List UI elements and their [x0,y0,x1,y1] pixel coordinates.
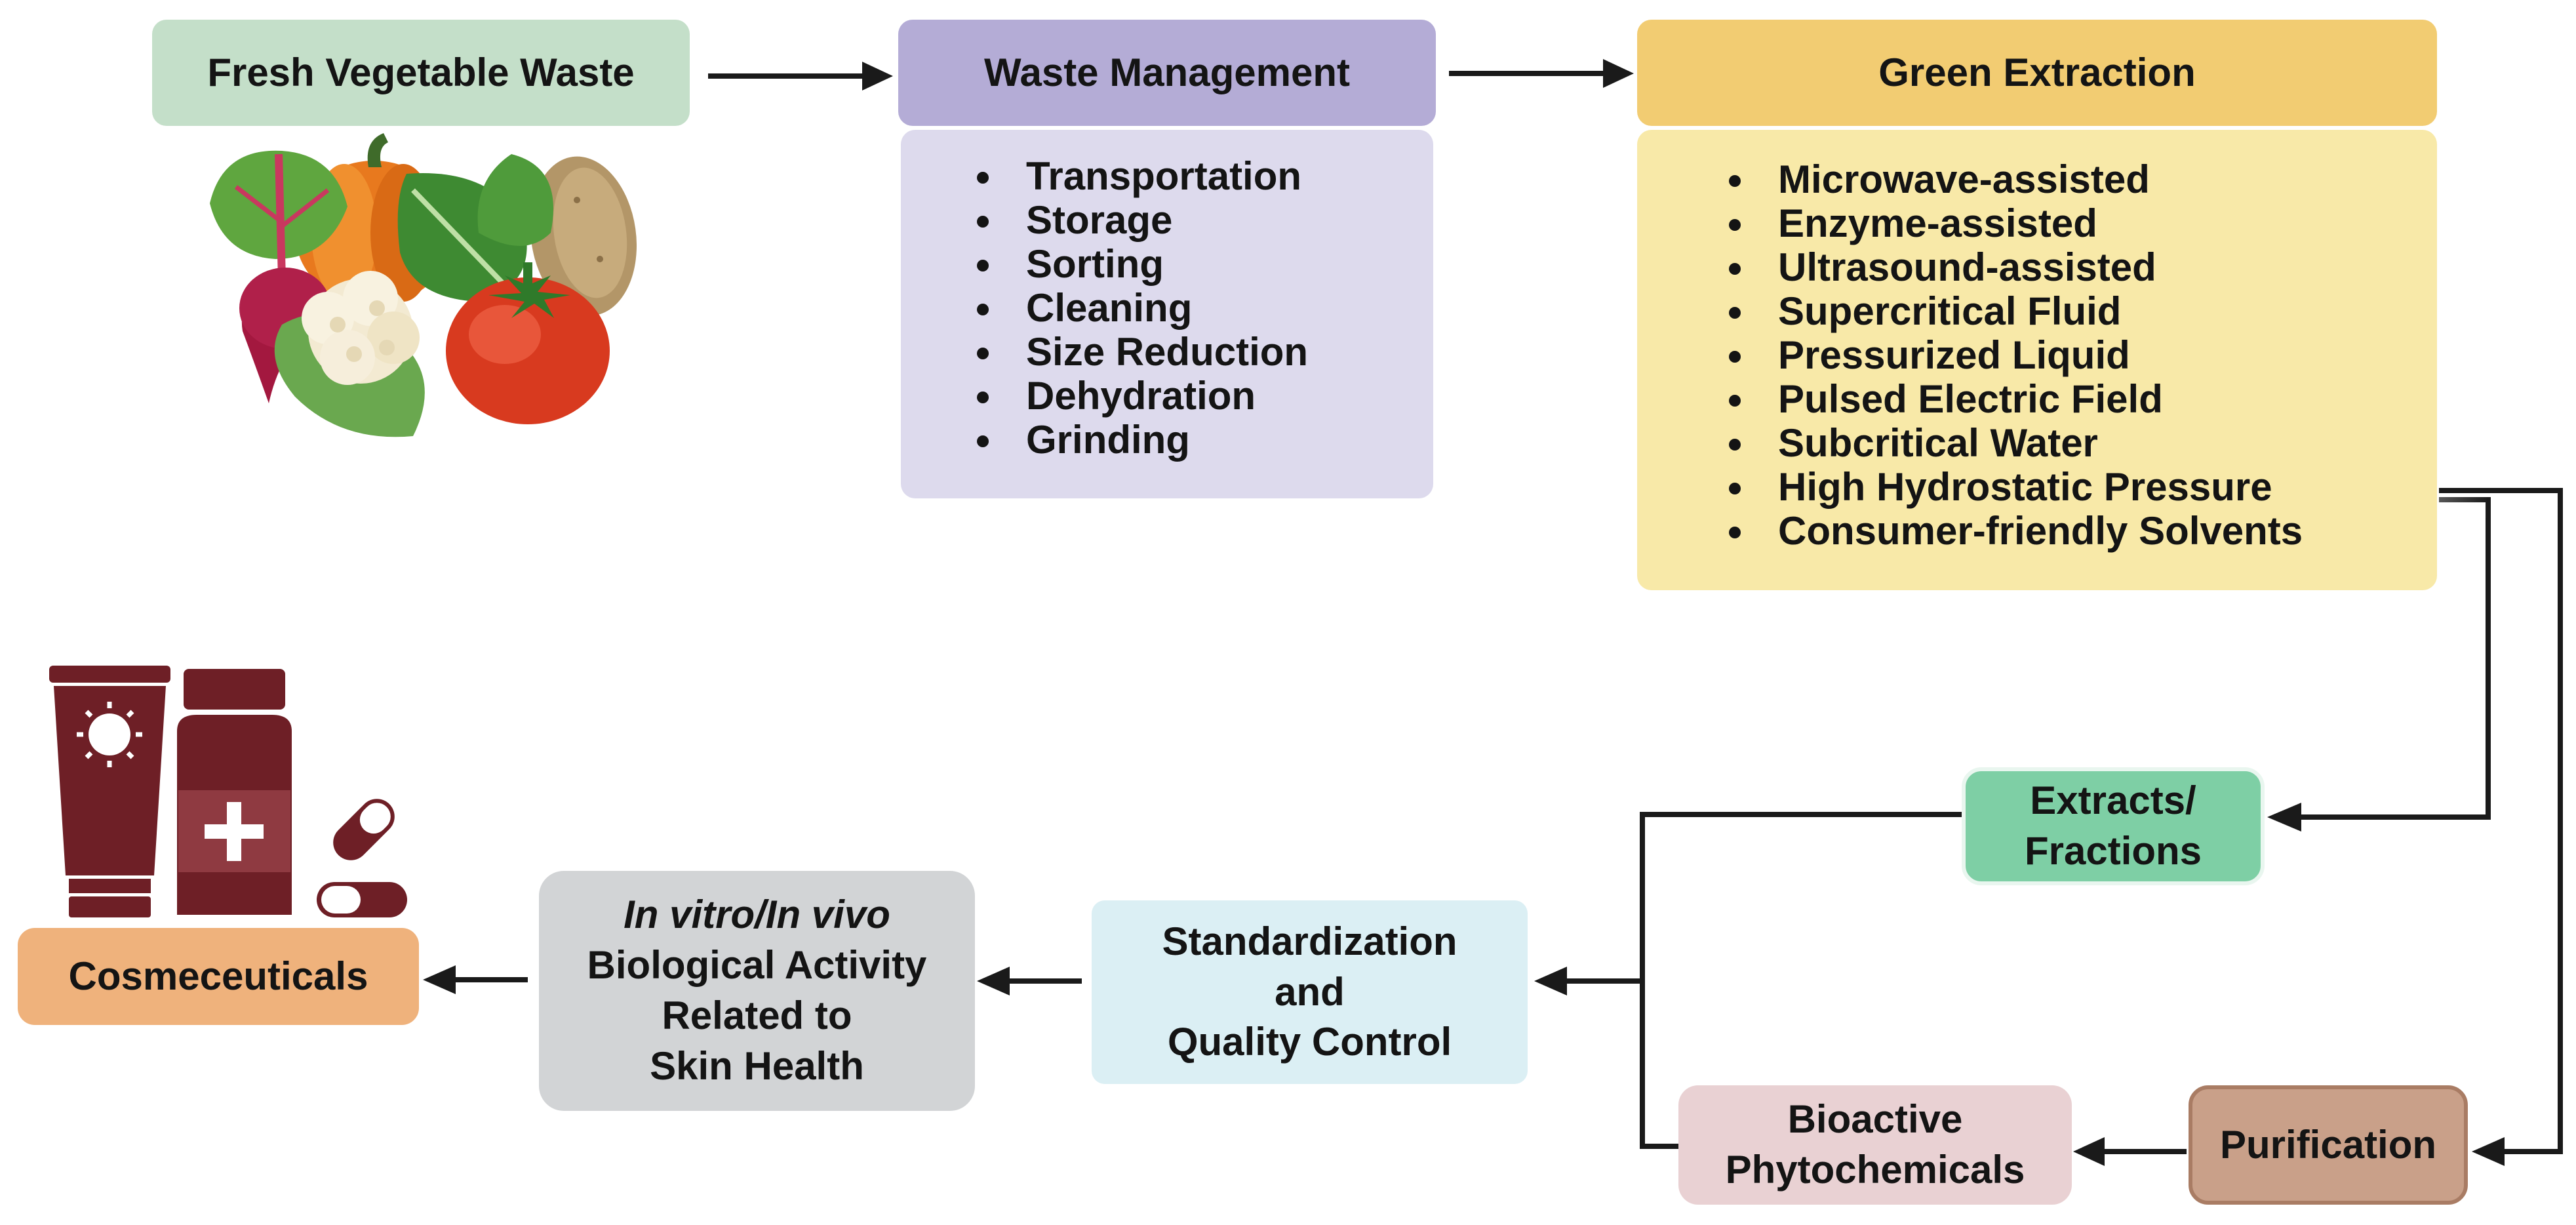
arrow-management-to-extraction [1449,59,1634,88]
list-item: Cleaning [976,286,1308,330]
fresh-vegetable-waste-label: Fresh Vegetable Waste [207,50,635,94]
extracts-fractions-label: Extracts/ Fractions [2024,778,2202,873]
green-extraction-title: Green Extraction [1878,50,2196,94]
arrow-extraction-to-extracts [2267,497,2491,832]
green-extraction-list: Microwave-assisted Enzyme-assisted Ultra… [1728,157,2303,553]
capsule-icon [317,799,407,917]
biological-activity-box: In vitro/In vivo Biological Activity Rel… [539,871,975,1111]
fresh-vegetable-waste-box: Fresh Vegetable Waste [152,20,690,126]
arrow-waste-to-management [708,62,893,90]
list-item: Supercritical Fluid [1728,289,2303,333]
list-item: Enzyme-assisted [1728,201,2303,245]
arrow-purification-to-bioactive [2073,1137,2187,1166]
list-item: Consumer-friendly Solvents [1728,509,2303,553]
cosmeceuticals-label: Cosmeceuticals [68,954,368,998]
purification-box: Purification [2189,1085,2468,1205]
arrow-bioactivity-to-cosmeceuticals [423,965,528,994]
waste-management-list: Transportation Storage Sorting Cleaning … [976,154,1309,462]
list-item: Storage [976,198,1308,242]
list-item: Sorting [976,242,1308,286]
green-extraction-list-box: Microwave-assisted Enzyme-assisted Ultra… [1637,130,2437,590]
list-item: Pulsed Electric Field [1728,377,2303,421]
list-item: Size Reduction [976,330,1309,374]
waste-management-title: Waste Management [984,50,1350,94]
waste-management-header: Waste Management [898,20,1436,126]
list-item: Transportation [976,154,1308,198]
standardization-box: Standardization and Quality Control [1092,900,1528,1084]
list-item: High Hydrostatic Pressure [1728,465,2303,509]
list-item: Pressurized Liquid [1728,333,2303,377]
vegetables-illustration [210,133,637,437]
in-vitro-in-vivo-label: In vitro/In vivo [624,893,890,937]
medicine-bottle-icon [177,669,292,915]
green-extraction-header: Green Extraction [1637,20,2437,126]
list-item: Subcritical Water [1728,421,2303,465]
biological-activity-label: Biological Activity Related to Skin Heal… [587,943,927,1088]
list-item: Ultrasound-assisted [1728,245,2303,289]
arrow-standardization-to-bioactivity [977,967,1082,995]
list-item: Microwave-assisted [1728,157,2303,201]
sunscreen-tube-icon [49,666,170,917]
list-item: Dehydration [976,374,1308,418]
standardization-label: Standardization and Quality Control [1162,919,1457,1064]
extracts-fractions-box: Extracts/ Fractions [1962,767,2265,885]
list-item: Grinding [976,418,1308,462]
bioactive-phytochemicals-label: Bioactive Phytochemicals [1725,1097,2025,1192]
purification-label: Purification [2219,1122,2437,1167]
waste-management-list-box: Transportation Storage Sorting Cleaning … [901,130,1433,498]
cosmetic-products-illustration [49,666,407,917]
arrow-extraction-to-purification [2439,487,2563,1166]
arrow-merge-to-standardization [1534,812,1962,1149]
bioactive-phytochemicals-box: Bioactive Phytochemicals [1678,1085,2072,1205]
cosmeceuticals-box: Cosmeceuticals [18,928,419,1025]
